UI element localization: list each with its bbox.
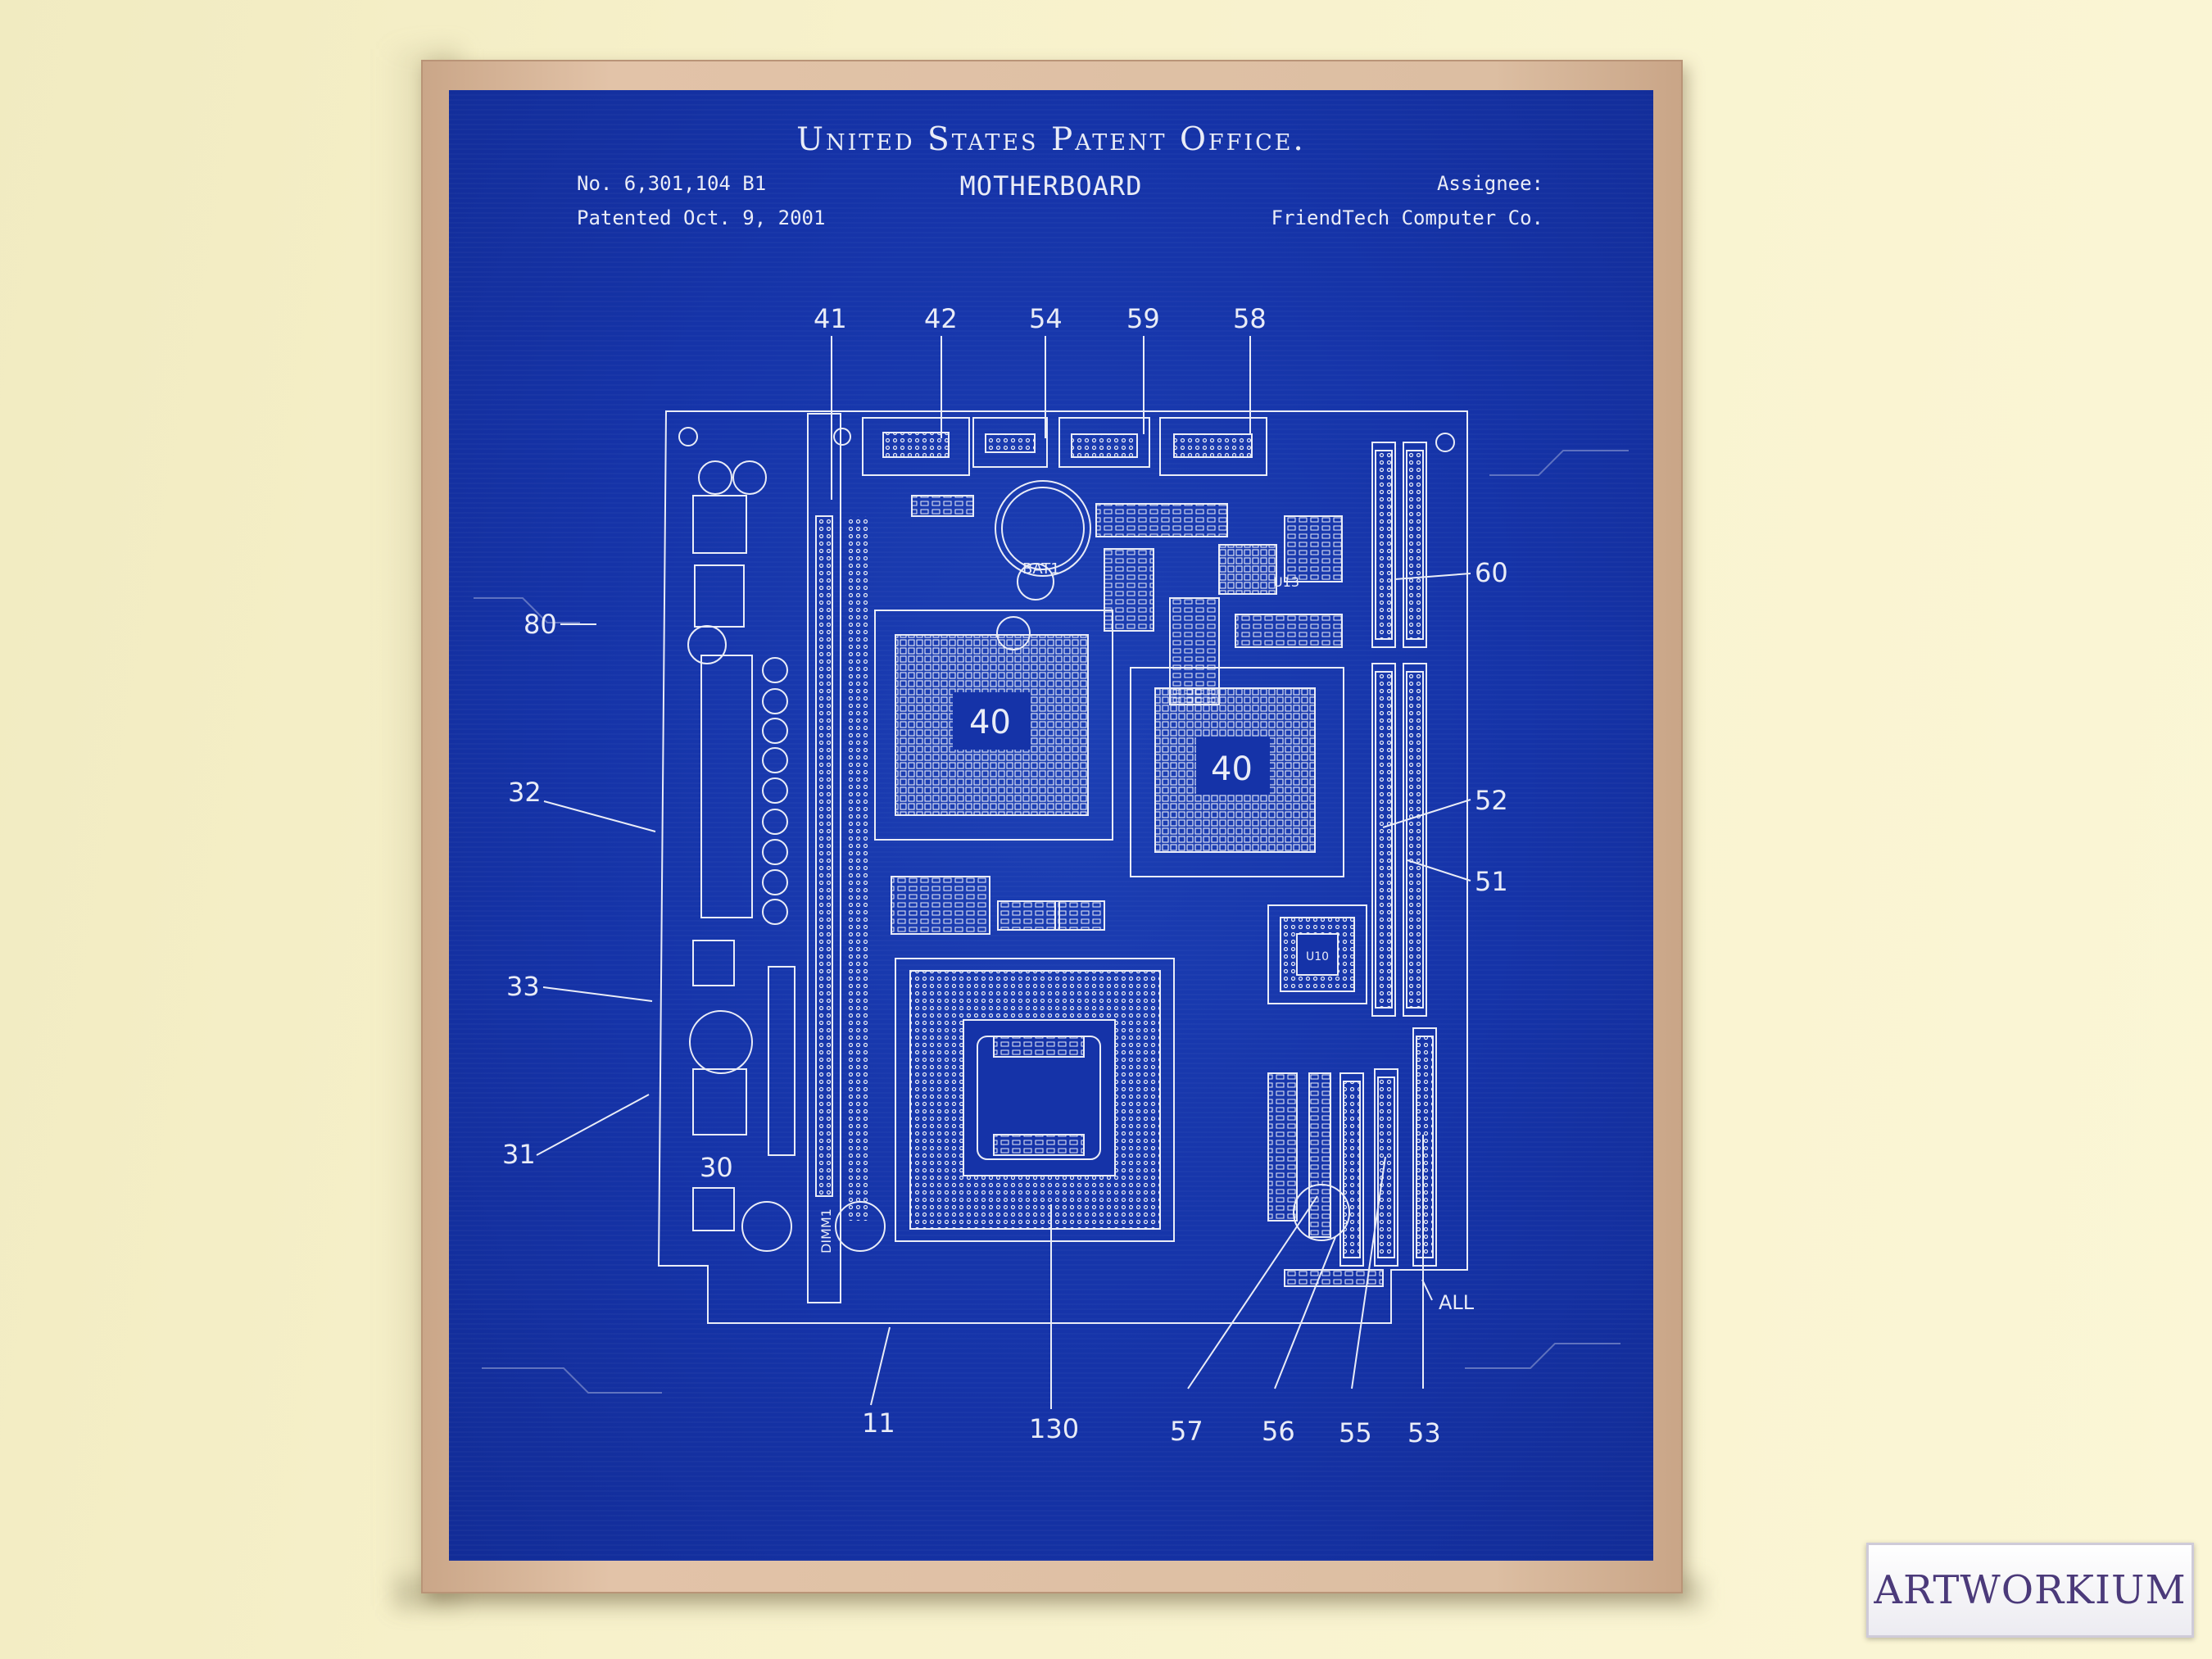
poster-title: United States Patent Office. — [796, 121, 1306, 158]
callout-32: 32 — [508, 777, 542, 808]
chip-b-socket — [1130, 667, 1344, 877]
artworkium-watermark: ARTWORKIUM — [1866, 1543, 2194, 1638]
chip-u13-label: U13 — [1273, 574, 1299, 590]
callout-55: 55 — [1339, 1417, 1372, 1448]
usb-connector — [972, 417, 1048, 468]
motherboard-diagram: 41 42 54 59 58 60 80 32 52 51 33 31 30 1… — [474, 303, 1629, 1448]
callout-31: 31 — [502, 1139, 536, 1170]
callout-57: 57 — [1170, 1416, 1203, 1447]
battery-label: BAT1 — [1022, 560, 1060, 578]
chip-a-socket — [874, 610, 1113, 841]
chip-u10-label: U10 — [1306, 950, 1329, 963]
dimm-label: DIMM1 — [818, 1208, 834, 1253]
dimm-slot — [807, 413, 841, 1303]
callout-80: 80 — [524, 609, 557, 640]
callout-60: 60 — [1475, 557, 1508, 588]
chip-b-label: 40 — [1211, 750, 1253, 788]
poster-subject: MOTHERBOARD — [959, 170, 1143, 202]
watermark-text: ARTWORKIUM — [1874, 1567, 2187, 1613]
serial-connector — [862, 417, 970, 476]
battery — [995, 480, 1091, 577]
callout-54: 54 — [1029, 303, 1063, 334]
patent-date: Patented Oct. 9, 2001 — [577, 206, 826, 229]
callout-130: 130 — [1029, 1413, 1079, 1444]
chip-u10 — [1267, 904, 1367, 1004]
callout-42: 42 — [924, 303, 958, 334]
callout-56: 56 — [1262, 1416, 1295, 1447]
expansion-slot-1 — [1371, 442, 1396, 648]
callout-52: 52 — [1475, 785, 1508, 816]
blueprint-print: United States Patent Office. MOTHERBOARD… — [449, 90, 1653, 1561]
callout-41: 41 — [814, 303, 847, 334]
expansion-slot-2 — [1403, 442, 1427, 648]
assignee-name: FriendTech Computer Co. — [1271, 206, 1543, 229]
patent-number: No. 6,301,104 B1 — [577, 172, 767, 195]
callout-59: 59 — [1126, 303, 1160, 334]
assignee-label: Assignee: — [1436, 172, 1543, 195]
callout-53: 53 — [1407, 1417, 1441, 1448]
cpu-socket — [895, 958, 1175, 1242]
ps2-connector — [1058, 417, 1150, 468]
callout-30: 30 — [700, 1152, 733, 1183]
expansion-slot-4 — [1403, 663, 1427, 1017]
board-outline — [657, 410, 1468, 1324]
expansion-slot-5 — [1412, 1027, 1437, 1267]
callout-11: 11 — [862, 1407, 895, 1439]
chip-a-label: 40 — [969, 704, 1011, 741]
callout-51: 51 — [1475, 866, 1508, 897]
expansion-slot-3 — [1371, 663, 1396, 1017]
callout-58: 58 — [1233, 303, 1267, 334]
callout-all: ALL — [1439, 1291, 1475, 1314]
callout-33: 33 — [506, 971, 540, 1002]
